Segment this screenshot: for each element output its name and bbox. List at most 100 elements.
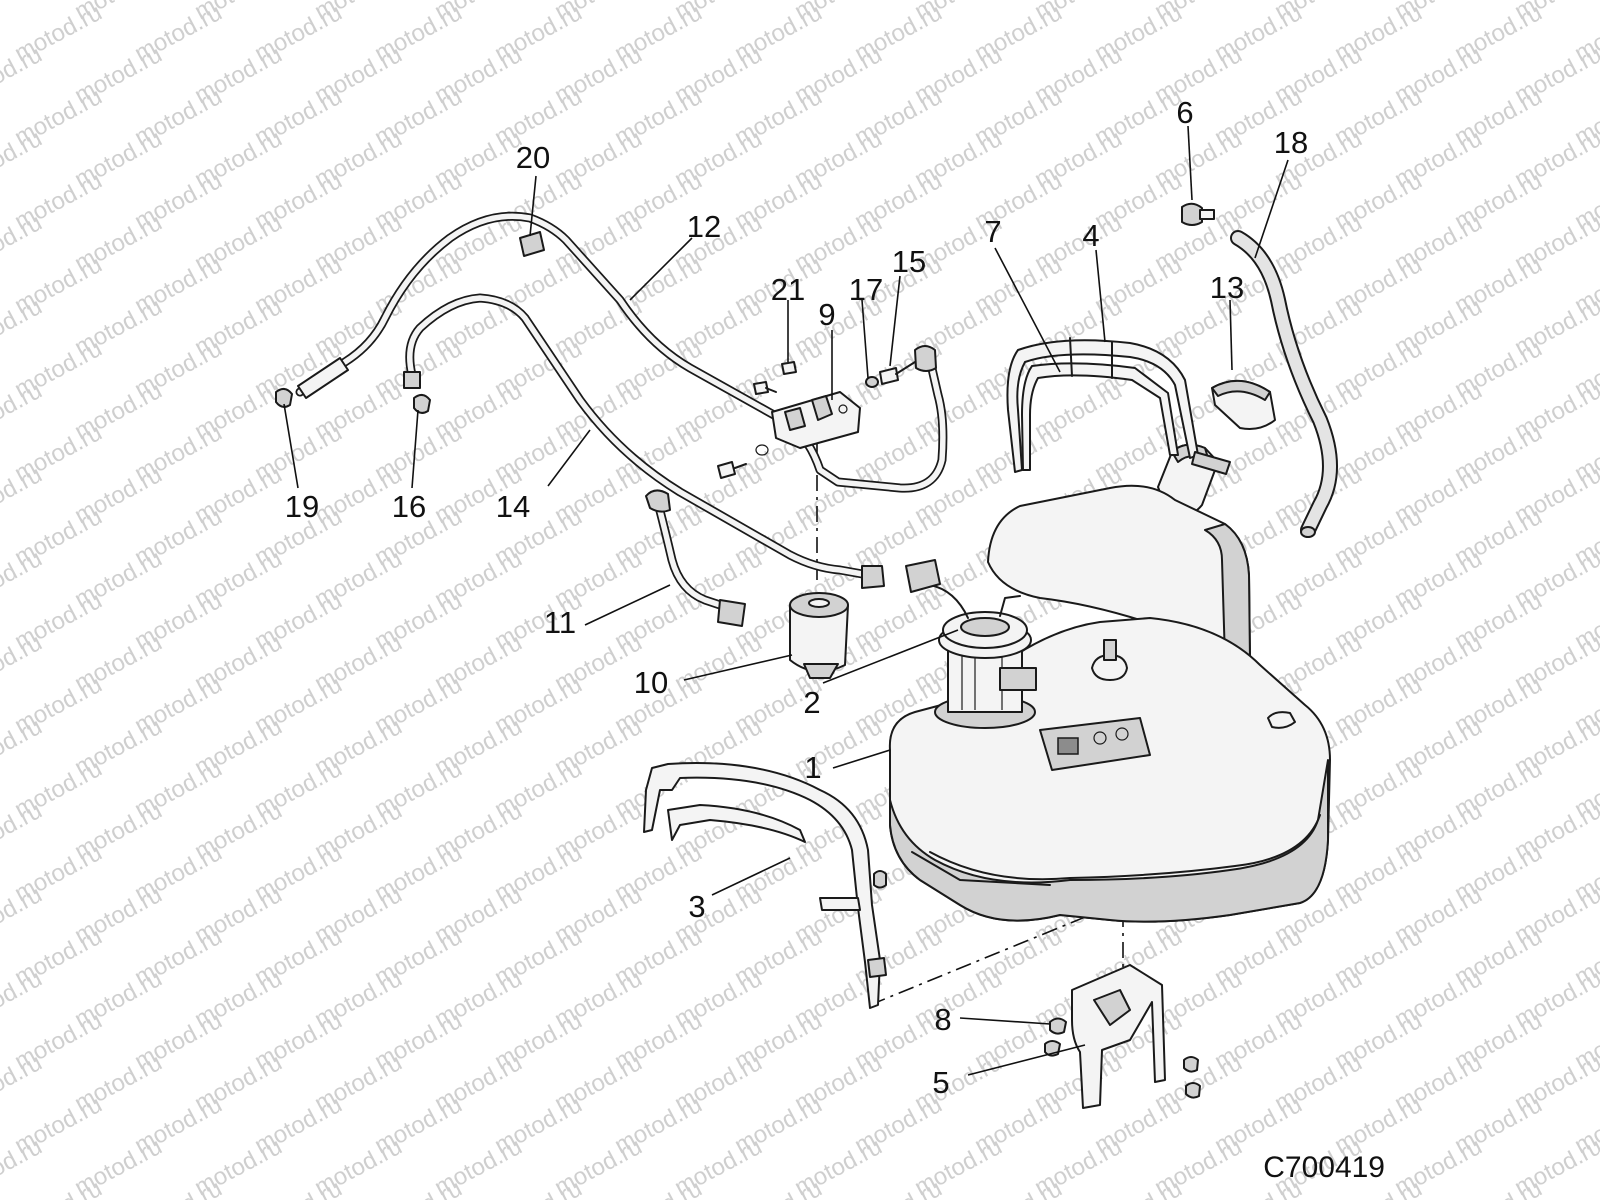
leader-lines	[283, 125, 1289, 1076]
filter-bracket	[717, 361, 916, 479]
leader-13	[1229, 299, 1233, 371]
strap-end-clip	[1191, 451, 1231, 475]
upper-tank-straps	[1006, 337, 1231, 475]
callout-1: 1	[804, 750, 821, 785]
clamp-16	[413, 394, 431, 414]
pump-connector-block	[999, 667, 1037, 691]
callout-9: 9	[818, 297, 835, 332]
bracket-9-boss-a	[811, 395, 833, 421]
fitting-lower-body	[717, 461, 736, 479]
filter-drain	[803, 663, 839, 679]
strap-3-lower-plate	[819, 897, 861, 911]
tank-label-plate	[1039, 717, 1151, 771]
tank-vent-stem	[1103, 639, 1117, 661]
leader-10	[683, 654, 793, 681]
bracket-9-hole	[838, 404, 848, 414]
leader-14	[547, 429, 591, 487]
label-circle-b	[1115, 727, 1129, 741]
callout-20: 20	[516, 140, 550, 175]
strap-3-inner	[667, 804, 806, 843]
strap-axis-line	[869, 914, 1091, 1006]
callout-12: 12	[687, 209, 721, 244]
line-12-elbow-fitting	[914, 345, 937, 372]
leader-2	[822, 629, 959, 684]
bolt-right-upper	[1183, 1056, 1199, 1073]
filter-port	[808, 598, 830, 608]
leader-7	[994, 247, 1061, 373]
callout-16: 16	[392, 489, 426, 524]
leader-20	[529, 175, 537, 237]
tank-vent-fitting	[1091, 654, 1128, 681]
bolt-8-upper	[1049, 1017, 1067, 1035]
washer-lower	[755, 444, 769, 456]
bracket-5-opening	[1093, 989, 1131, 1026]
mount-bracket	[1044, 964, 1201, 1109]
fitting-15-stem	[895, 361, 916, 375]
strap-7	[1021, 362, 1179, 471]
callout-5: 5	[932, 1065, 949, 1100]
tank-side-tab	[1267, 711, 1296, 729]
leader-8	[959, 1017, 1051, 1025]
leader-17	[861, 299, 869, 379]
strap-3-bolt-head	[873, 870, 887, 889]
fuel-line-11	[645, 489, 746, 627]
callout-7: 7	[984, 214, 1001, 249]
callout-2: 2	[803, 685, 820, 720]
bracket-9-plate	[771, 391, 861, 449]
diagram-code: C700419	[1263, 1151, 1385, 1184]
lower-tank-strap	[643, 762, 887, 1009]
clamp-20	[519, 231, 545, 257]
pump-outlet-line	[999, 595, 1021, 617]
clamps	[275, 231, 545, 414]
strap-4	[1006, 339, 1199, 473]
line-14-end-fitting	[403, 371, 421, 389]
leader-16	[411, 409, 419, 489]
line-11-quick-connect	[717, 599, 746, 627]
vent-hose-fill	[1232, 232, 1336, 536]
bolt-right-lower	[1185, 1082, 1201, 1099]
leader-5	[967, 1044, 1086, 1076]
callout-4: 4	[1082, 218, 1099, 253]
fuel-line-12	[295, 211, 948, 493]
callout-21: 21	[771, 272, 805, 307]
fitting-lower-stem	[734, 463, 747, 469]
fuel-line-14	[403, 293, 885, 589]
line-11-fill	[655, 500, 738, 613]
bolt-shank-left	[765, 387, 777, 393]
leader-4	[1095, 249, 1106, 343]
callout-13: 13	[1210, 270, 1244, 305]
line-14-quick-connect	[861, 565, 885, 589]
leader-1	[832, 749, 891, 769]
valve-body	[1181, 202, 1203, 226]
leader-6	[1187, 125, 1193, 201]
valve-nipple	[1199, 209, 1215, 220]
line-12-sleeve	[297, 357, 349, 399]
vent-hose-end	[1300, 526, 1316, 538]
leader-15	[889, 275, 901, 367]
rollover-valve	[1181, 202, 1215, 226]
line-11-elbow	[645, 489, 671, 513]
callout-10: 10	[634, 665, 668, 700]
strap-3-buckle	[867, 957, 887, 978]
pump-top-boss	[960, 617, 1010, 637]
tank-seam-line	[929, 814, 1321, 881]
leader-18	[1254, 159, 1289, 259]
line-12-fill	[297, 213, 946, 491]
bumper-pad	[1211, 379, 1276, 430]
bracket-9-boss-b	[784, 407, 806, 431]
fitting-15-body	[879, 367, 899, 385]
callout-11: 11	[544, 605, 576, 640]
bolt-21	[781, 361, 797, 375]
callout-3: 3	[688, 889, 705, 924]
tank-lower-flange	[911, 851, 1051, 886]
callout-14: 14	[496, 489, 530, 524]
line-14-fill	[407, 295, 871, 578]
fuel-filter	[789, 592, 849, 679]
callout-8: 8	[934, 1002, 951, 1037]
callout-labels: 1 2 3 4 5 6 7 8 9 10 11 12 13 14 15 16 1…	[285, 95, 1308, 1100]
bolt-head-left	[753, 381, 769, 395]
leader-3	[711, 857, 791, 896]
label-circle-a	[1093, 731, 1107, 745]
label-icon	[1057, 737, 1079, 755]
callout-6: 6	[1176, 95, 1193, 130]
